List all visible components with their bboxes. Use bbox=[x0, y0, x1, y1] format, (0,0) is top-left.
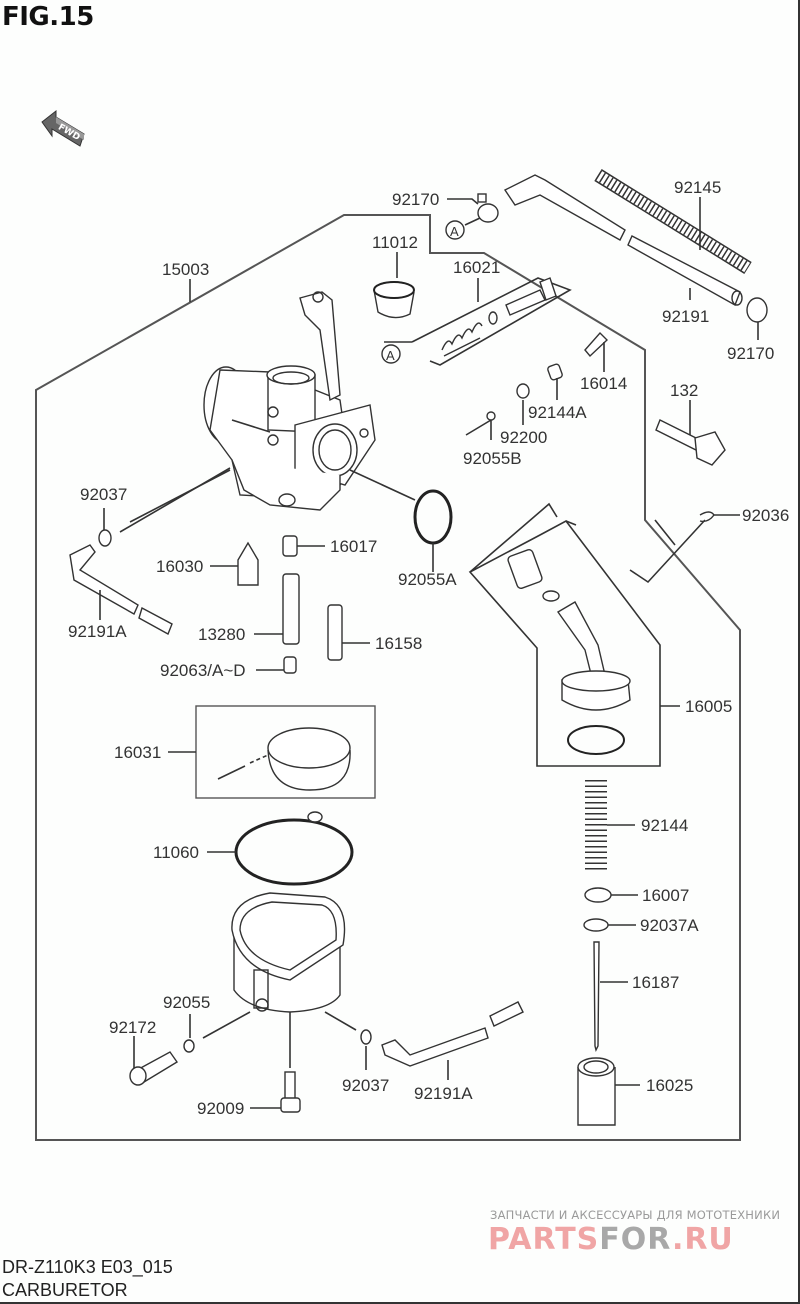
fwd-direction-arrow-icon: FWD bbox=[41, 109, 85, 147]
label-16031: 16031 bbox=[114, 743, 161, 762]
part-92172-screw bbox=[129, 1051, 179, 1086]
part-11012 bbox=[373, 281, 415, 319]
label-92055a: 92055A bbox=[398, 570, 457, 589]
page-border-bottom bbox=[0, 1302, 800, 1304]
label-92191a: 92191A bbox=[414, 1084, 473, 1103]
part-92055 bbox=[183, 1039, 195, 1053]
label-16007: 16007 bbox=[642, 886, 689, 905]
reference-marker-a-top bbox=[445, 220, 465, 240]
label-92170: 92170 bbox=[392, 190, 439, 209]
float-bowl bbox=[231, 892, 346, 1013]
part-16005 bbox=[507, 549, 631, 755]
leader-lines bbox=[99, 197, 759, 1109]
watermark-logo-parts: PARTS bbox=[488, 1222, 600, 1257]
part-92170-top: A bbox=[445, 193, 499, 240]
part-92191a-left-hose bbox=[69, 544, 139, 615]
label-92200: 92200 bbox=[500, 428, 547, 447]
label-16021: 16021 bbox=[453, 258, 500, 277]
part-92200 bbox=[516, 383, 530, 399]
part-92145-spring bbox=[594, 169, 752, 274]
label-16030: 16030 bbox=[156, 557, 203, 576]
svg-text:A: A bbox=[386, 348, 395, 363]
label-92037: 92037 bbox=[80, 485, 127, 504]
part-92191-hose bbox=[503, 174, 743, 307]
label-92145: 92145 bbox=[674, 178, 721, 197]
label-16187: 16187 bbox=[632, 973, 679, 992]
part-92170-right bbox=[746, 297, 768, 323]
part-92055b bbox=[486, 411, 496, 421]
watermark-logo: PARTSFOR.RU bbox=[488, 1222, 734, 1257]
model-code: DR-Z110K3 E03_015 bbox=[2, 1257, 173, 1277]
label-92055: 92055 bbox=[163, 993, 210, 1012]
box-16021 bbox=[384, 277, 572, 366]
part-92191a-bottom-hose bbox=[381, 1027, 489, 1067]
part-92036 bbox=[699, 511, 715, 523]
part-13280 bbox=[282, 573, 300, 645]
part-92037a bbox=[583, 918, 609, 932]
label-92037a: 92037A bbox=[640, 916, 699, 935]
label-92036: 92036 bbox=[742, 506, 789, 525]
svg-text:A: A bbox=[450, 224, 459, 239]
label-92037: 92037 bbox=[342, 1076, 389, 1095]
label-92055b: 92055B bbox=[463, 449, 522, 468]
part-16030 bbox=[237, 541, 259, 586]
part-16017 bbox=[282, 535, 298, 557]
label-16025: 16025 bbox=[646, 1076, 693, 1095]
part-16007 bbox=[584, 887, 612, 903]
part-11060-gasket bbox=[234, 818, 354, 886]
label-16014: 16014 bbox=[580, 374, 627, 393]
page-border-right bbox=[798, 0, 800, 1304]
part-132-bolt bbox=[655, 419, 726, 466]
label-92172: 92172 bbox=[109, 1018, 156, 1037]
part-16187-needle bbox=[593, 941, 600, 1053]
label-16158: 16158 bbox=[375, 634, 422, 653]
label-16017: 16017 bbox=[330, 537, 377, 556]
part-92037-bottom bbox=[360, 1029, 372, 1045]
watermark-logo-for: FOR bbox=[599, 1222, 672, 1257]
carburetor-assembly-frame bbox=[35, 214, 741, 1141]
label-92191: 92191 bbox=[662, 307, 709, 326]
part-92144a bbox=[547, 363, 563, 381]
label-132: 132 bbox=[670, 381, 698, 400]
part-16031-float bbox=[217, 727, 351, 791]
box-16005 bbox=[468, 502, 661, 767]
label-15003: 15003 bbox=[162, 260, 209, 279]
label-11060: 11060 bbox=[153, 843, 199, 862]
label-16005: 16005 bbox=[685, 697, 732, 716]
part-92055a bbox=[413, 489, 453, 545]
label-13280: 13280 bbox=[198, 625, 245, 644]
reference-marker-a-mid bbox=[381, 344, 401, 364]
part-92037-left bbox=[98, 529, 112, 547]
label-92144: 92144 bbox=[641, 816, 688, 835]
part-labels: 92170 92145 15003 11012 16021 92191 9217… bbox=[68, 178, 789, 1118]
label-92009: 92009 bbox=[197, 1099, 244, 1118]
label-92170: 92170 bbox=[727, 344, 774, 363]
watermark-logo-ru: .RU bbox=[671, 1222, 734, 1257]
label-92063: 92063/A~D bbox=[160, 661, 246, 680]
carburetor-body bbox=[203, 291, 376, 511]
section-name: CARBURETOR bbox=[2, 1280, 128, 1300]
label-11012: 11012 bbox=[372, 233, 418, 252]
part-16025-slide bbox=[577, 1057, 616, 1126]
part-16021 bbox=[441, 277, 557, 357]
label-92144a: 92144A bbox=[528, 403, 587, 422]
part-92009-bolt bbox=[280, 1071, 301, 1113]
figure-title: FIG.15 bbox=[2, 2, 94, 32]
part-16014 bbox=[584, 331, 609, 358]
part-16158 bbox=[327, 604, 343, 661]
label-92191a: 92191A bbox=[68, 622, 127, 641]
part-92063 bbox=[283, 656, 297, 674]
watermark-tagline: ЗАПЧАСТИ И АКСЕССУАРЫ ДЛЯ МОТОТЕХНИКИ bbox=[490, 1208, 781, 1222]
